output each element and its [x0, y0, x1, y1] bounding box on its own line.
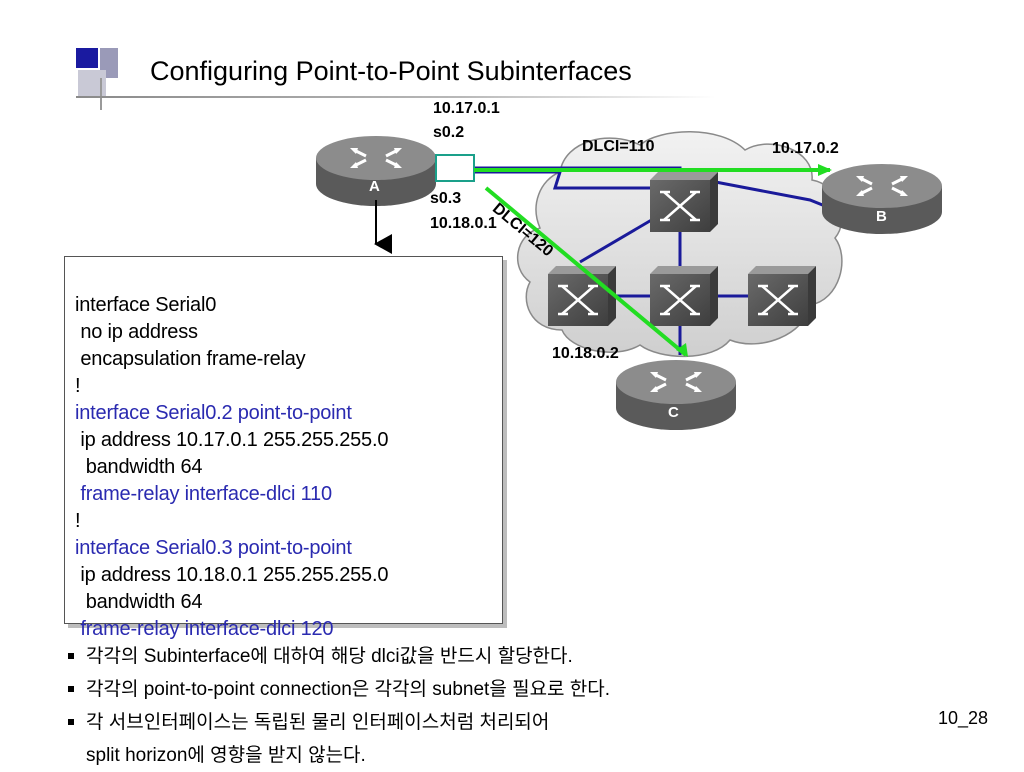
note-continuation: split horizon에 영향을 받지 않는다.: [86, 745, 366, 766]
dlci-110-label: DLCI=110: [582, 138, 655, 155]
router-a: [316, 136, 436, 206]
switch-top: [650, 172, 718, 232]
note-item: 각각의 Subinterface에 대하여 해당 dlci값을 반드시 할당한다…: [68, 640, 610, 673]
interface-box: [435, 154, 475, 182]
b-ip-label: 10.17.0.2: [772, 140, 839, 157]
bullet-icon: [68, 653, 74, 659]
config-lines: interface Serial0 no ip address encapsul…: [75, 265, 388, 697]
config-line: !: [75, 510, 81, 532]
title-decoration-block: [76, 48, 98, 68]
title-decoration-line: [100, 78, 102, 110]
network-diagram: [316, 131, 942, 430]
router-c: [616, 360, 736, 430]
config-line: no ip address: [75, 321, 198, 343]
title-underline: [76, 96, 716, 98]
router-b-label: B: [876, 208, 887, 225]
note-item: 각각의 point-to-point connection은 각각의 subne…: [68, 673, 610, 706]
config-line: interface Serial0.3 point-to-point: [75, 537, 352, 559]
config-line: interface Serial0: [75, 294, 217, 316]
config-line: bandwidth 64: [75, 456, 203, 478]
a-s03-ip-label: 10.18.0.1: [430, 215, 497, 232]
switch-right: [748, 266, 816, 326]
config-line: encapsulation frame-relay: [75, 348, 306, 370]
page-number: 10_28: [938, 708, 989, 728]
notes-list: 각각의 Subinterface에 대하여 해당 dlci값을 반드시 할당한다…: [68, 640, 610, 772]
config-line: !: [75, 375, 81, 397]
note-text: 각 서브인터페이스는 독립된 물리 인터페이스처럼 처리되어: [86, 712, 550, 733]
config-line: interface Serial0.2 point-to-point: [75, 402, 352, 424]
router-a-label: A: [369, 178, 380, 195]
router-c-label: C: [668, 404, 679, 421]
a-s02-ip-label: 10.17.0.1: [433, 100, 500, 117]
note-text: 각각의 point-to-point connection은 각각의 subne…: [86, 679, 611, 700]
config-line: bandwidth 64: [75, 591, 203, 613]
router-config-box: interface Serial0 no ip address encapsul…: [64, 256, 503, 640]
note-item: 각 서브인터페이스는 독립된 물리 인터페이스처럼 처리되어: [68, 706, 610, 739]
note-text: 각각의 Subinterface에 대하여 해당 dlci값을 반드시 할당한다…: [86, 646, 573, 667]
config-line: ip address 10.18.0.1 255.255.255.0: [75, 564, 389, 586]
pvc-b-arrowhead: [818, 164, 832, 176]
config-line: ip address 10.17.0.1 255.255.255.0: [75, 429, 389, 451]
a-s02-if-label: s0.2: [433, 124, 465, 141]
router-b: [822, 164, 942, 234]
bullet-icon: [68, 686, 74, 692]
config-line: frame-relay interface-dlci 120: [75, 618, 334, 640]
slide-title: Configuring Point-to-Point Subinterfaces: [150, 56, 632, 86]
pvc-links: [474, 168, 830, 357]
switch-middle: [650, 266, 718, 326]
config-line: frame-relay interface-dlci 110: [75, 483, 332, 505]
bullet-icon: [68, 719, 74, 725]
a-s03-if-label: s0.3: [430, 190, 462, 207]
c-ip-label: 10.18.0.2: [552, 345, 619, 362]
switch-left: [548, 266, 616, 326]
pvc-c-arrowhead: [676, 343, 688, 357]
